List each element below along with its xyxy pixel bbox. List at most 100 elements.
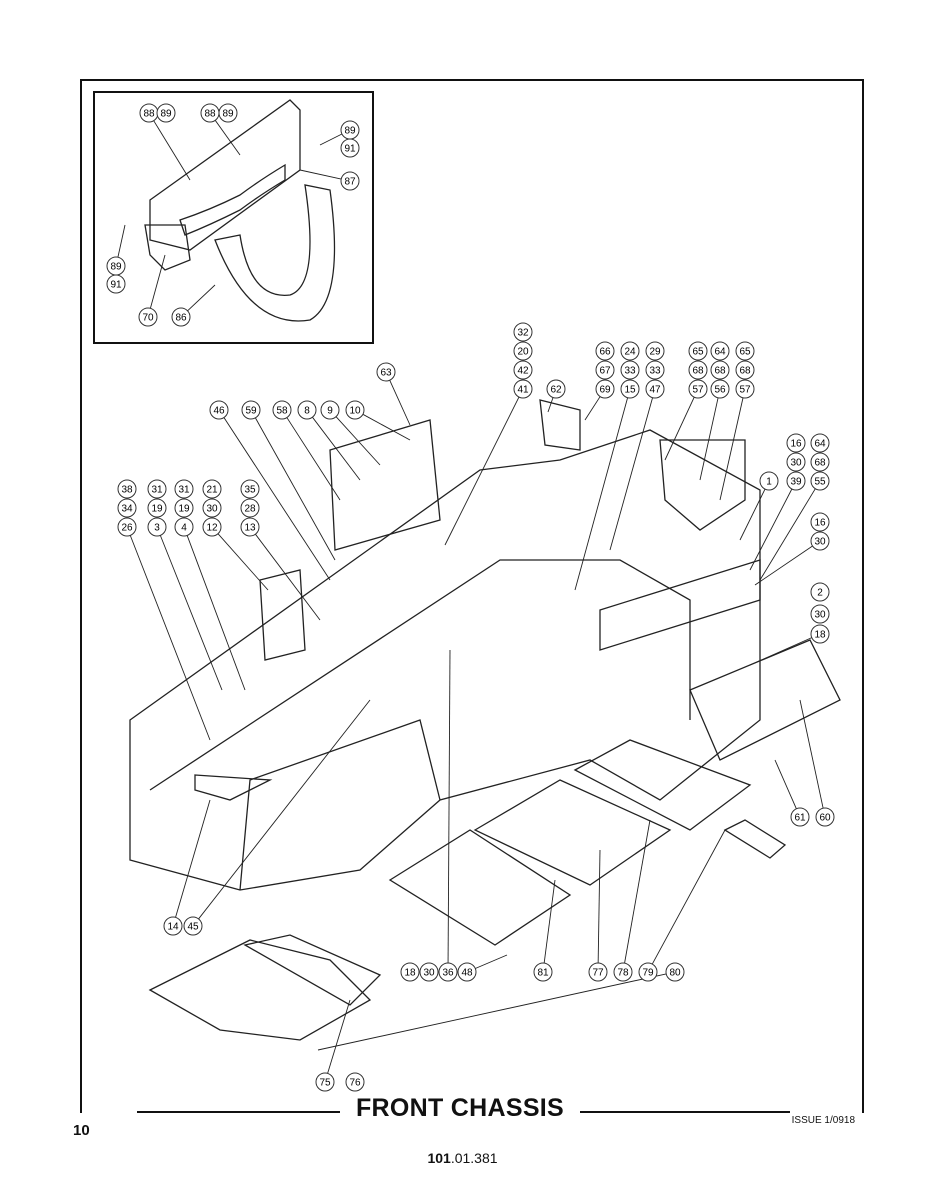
callout-circle [315,1072,335,1092]
callout-circle [810,531,830,551]
plate-77 [388,829,572,946]
callout-55: 55 [810,471,830,491]
leader-line [651,829,726,965]
callout-circle [810,604,830,624]
callout-70: 70 [138,307,158,327]
callout-circle [117,498,137,518]
callout-36: 36 [438,962,458,982]
callout-number: 69 [599,385,611,396]
callout-number: 14 [167,922,179,933]
leader-line [739,488,766,541]
callout-57: 57 [735,379,755,399]
callout-66: 66 [595,341,615,361]
callout-circle [688,379,708,399]
callout-number: 64 [714,347,726,358]
callout-number: 87 [344,177,356,188]
callout-14: 14 [163,916,183,936]
callout-number: 63 [380,368,392,379]
callout-63: 63 [376,362,396,382]
callout-number: 9 [327,406,333,417]
callout-number: 31 [151,485,163,496]
callout-circle [202,498,222,518]
plate-14 [194,774,273,801]
inset-detail-box [93,91,374,344]
callout-4: 4 [174,517,194,537]
page-frame [80,79,864,1113]
leader-line [749,637,812,666]
callout-circle [174,517,194,537]
callout-circle [786,452,806,472]
callout-circle [588,962,608,982]
callout-number: 56 [714,385,726,396]
callout-number: 60 [819,813,831,824]
callout-86: 86 [171,307,191,327]
callout-76: 76 [345,1072,365,1092]
leader-line [299,169,342,180]
callout-number: 68 [692,366,704,377]
callout-circle [513,322,533,342]
callout-circle [513,341,533,361]
callout-number: 47 [649,385,661,396]
callout-circle [457,962,477,982]
callout-number: 38 [121,485,133,496]
plate-79 [573,739,752,831]
leader-line [444,396,520,546]
plate-76 [243,934,382,1006]
callout-number: 42 [517,366,529,377]
callout-number: 39 [790,477,802,488]
callout-number: 68 [714,366,726,377]
callout-number: 35 [244,485,256,496]
callout-number: 18 [814,630,826,641]
callout-30: 30 [202,498,222,518]
leader-line [186,535,246,691]
callout-circle [638,962,658,982]
callout-number: 68 [814,458,826,469]
callout-circle [595,360,615,380]
inset-step-strap [214,184,336,322]
callout-69: 69 [595,379,615,399]
callout-number: 24 [624,347,636,358]
callout-21: 21 [202,479,222,499]
callout-circle [241,400,261,420]
callout-number: 46 [213,406,225,417]
callout-circle [376,362,396,382]
callout-number: 30 [814,537,826,548]
callout-circle [218,103,238,123]
callout-number: 30 [423,968,435,979]
leader-line [319,133,343,146]
callout-number: 89 [160,109,172,120]
callout-number: 21 [206,485,218,496]
callout-30: 30 [419,962,439,982]
callout-30: 30 [810,604,830,624]
leader-line [153,120,191,181]
callout-circle [688,360,708,380]
callout-number: 16 [790,439,802,450]
callout-number: 59 [245,406,257,417]
callout-34: 34 [117,498,137,518]
callout-15: 15 [620,379,640,399]
callout-16: 16 [786,433,806,453]
callout-number: 86 [175,313,187,324]
leader-line [335,416,381,466]
callout-circle [438,962,458,982]
callout-circle [240,479,260,499]
leader-line [574,397,629,591]
callout-30: 30 [786,452,806,472]
callout-33: 33 [645,360,665,380]
callout-number: 45 [187,922,199,933]
callout-circle [513,360,533,380]
callout-number: 62 [550,385,562,396]
callout-number: 8 [304,406,310,417]
callout-64: 64 [810,433,830,453]
cover-80 [723,819,787,859]
leader-line [129,535,211,741]
reference-prefix: 101 [427,1150,451,1166]
leader-line [749,488,793,571]
callout-number: 75 [319,1078,331,1089]
callout-circle [790,807,810,827]
callout-19: 19 [174,498,194,518]
callout-number: 18 [404,968,416,979]
callout-number: 67 [599,366,611,377]
callout-77: 77 [588,962,608,982]
callout-number: 66 [599,347,611,358]
